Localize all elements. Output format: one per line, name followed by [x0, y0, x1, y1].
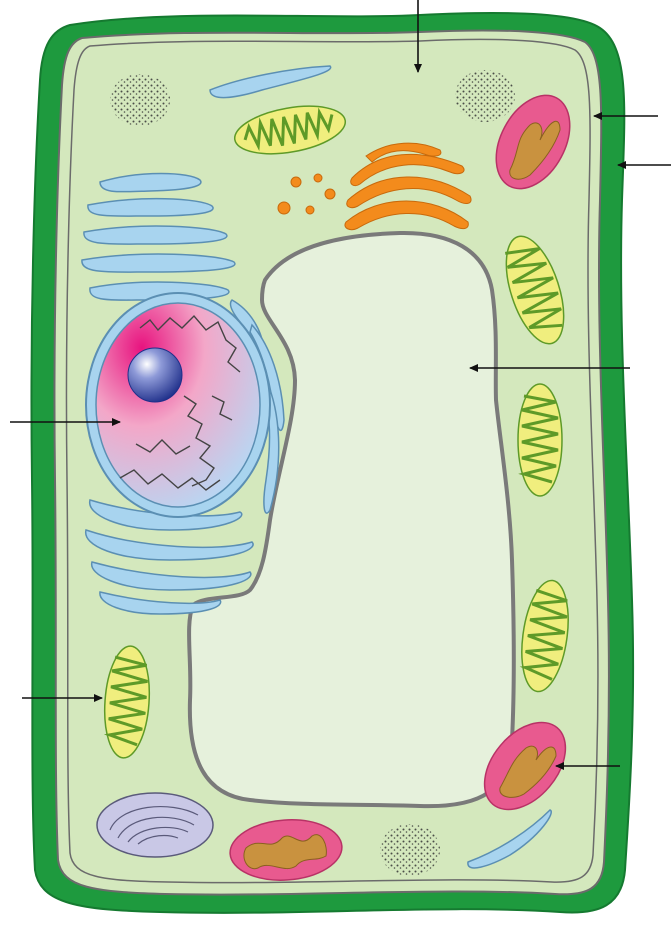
- chloroplast: [518, 384, 562, 496]
- amyloplast: [97, 793, 213, 857]
- nucleus: [86, 293, 270, 517]
- nucleolus: [128, 348, 182, 402]
